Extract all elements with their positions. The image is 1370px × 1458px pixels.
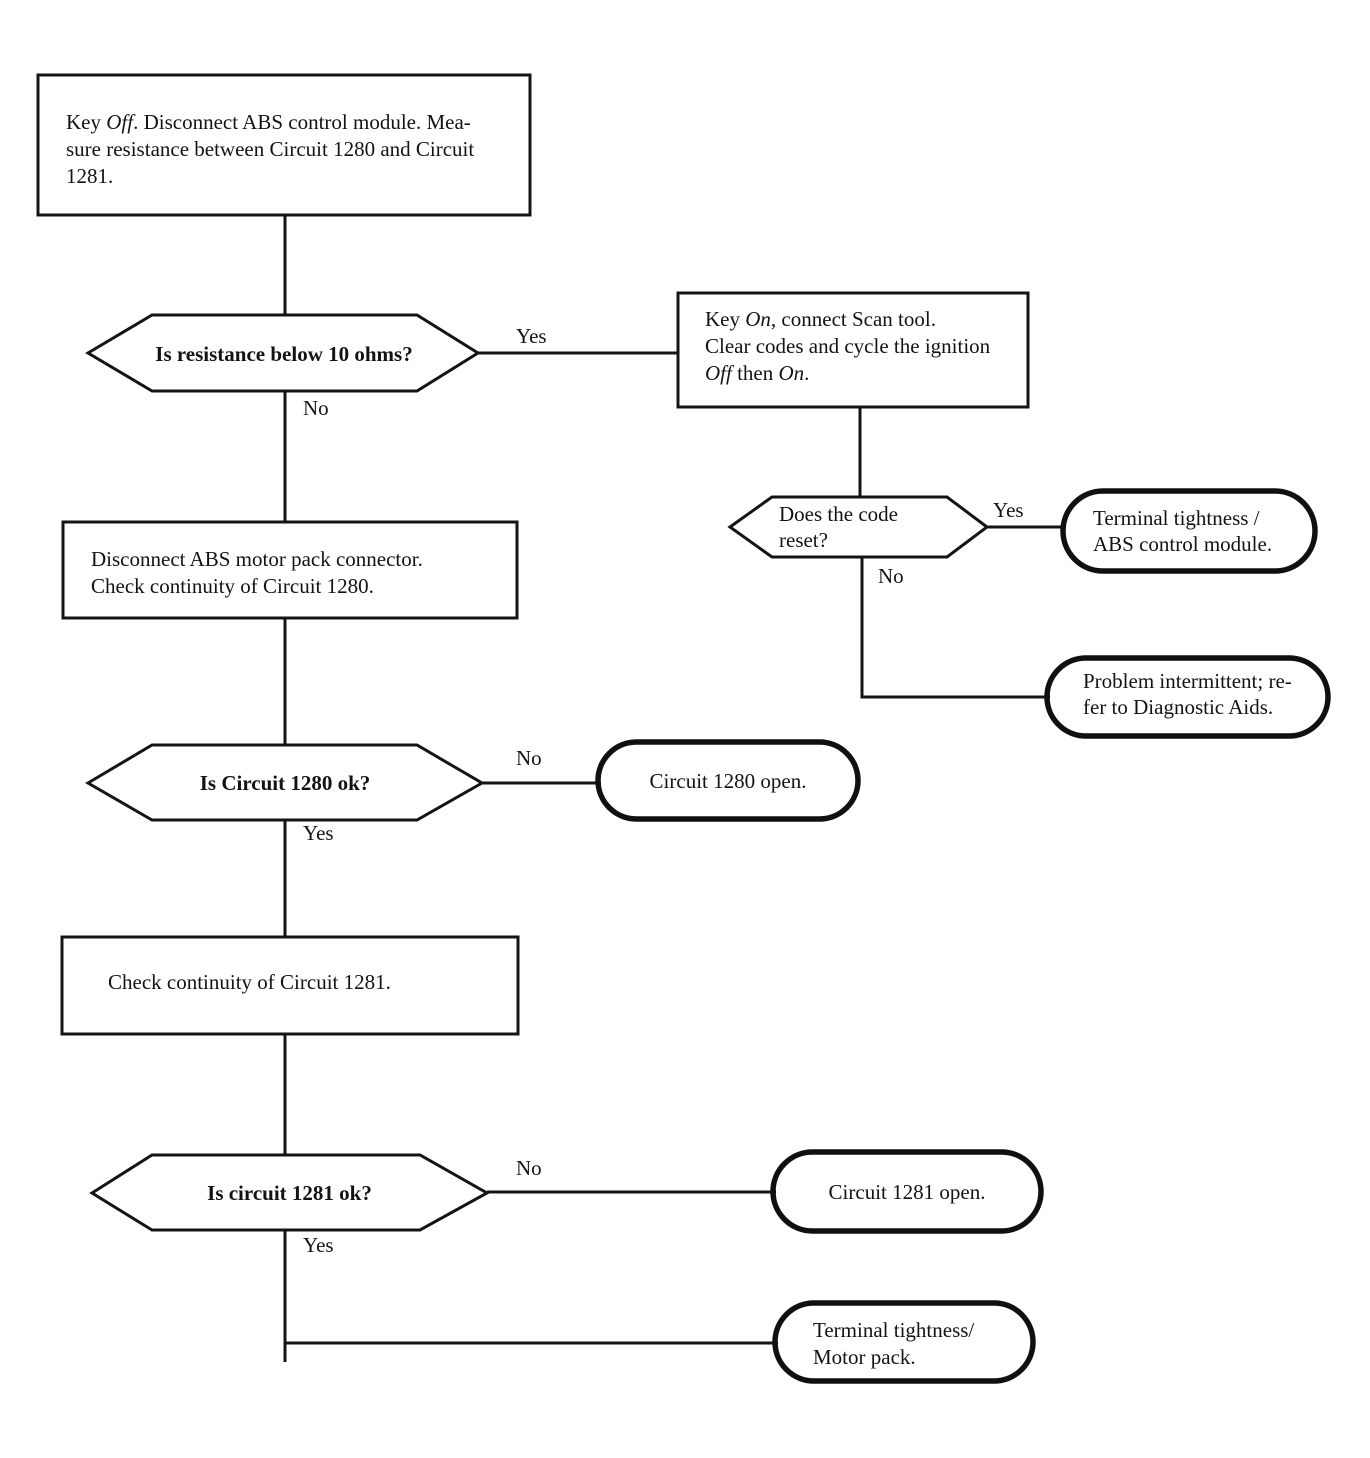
key-on-italic: On: [745, 307, 771, 331]
key-off-italic: Off: [106, 110, 134, 134]
disconnect-motor-line1: Disconnect ABS motor pack connector.: [91, 547, 423, 571]
terminal-motor-line2: Motor pack.: [813, 1345, 916, 1369]
circuit-1281-yes-label: Yes: [303, 1233, 334, 1257]
start-step-line1a: Key: [66, 110, 107, 134]
key-on-line3d: .: [804, 361, 810, 385]
code-reset-line2: reset?: [779, 528, 828, 552]
check-1281-step-text: Check continuity of Circuit 1281.: [108, 969, 512, 996]
key-on-line3b: then: [731, 361, 779, 385]
check-1281-line: Check continuity of Circuit 1281.: [108, 970, 391, 994]
intermittent-text: Problem intermittent; re- fer to Diagnos…: [1083, 668, 1326, 720]
terminal-motor-pill: [772, 1300, 1036, 1384]
resistance-no-label: No: [303, 396, 329, 420]
code-reset-line1: Does the code: [779, 502, 898, 526]
edge-codereset-no-to-intermittent: [860, 557, 1050, 699]
circuit-1280-question-text: Is Circuit 1280 ok?: [88, 770, 482, 797]
code-reset-yes-label: Yes: [993, 498, 1024, 522]
circuit-1281-no-label: No: [516, 1156, 542, 1180]
on-italic: On: [778, 361, 805, 385]
disconnect-motor-step-box: [61, 520, 519, 620]
circuit-1280-open-line: Circuit 1280 open.: [649, 769, 807, 793]
terminal-abs-pill: [1060, 488, 1318, 574]
start-step-line2: sure resistance between Circuit 1280 and…: [66, 137, 475, 161]
terminal-motor-line1: Terminal tightness/: [813, 1318, 975, 1342]
code-reset-decision-hexagon: [727, 495, 990, 559]
start-step-line3: 1281.: [66, 164, 114, 188]
off-italic: Off: [705, 361, 732, 385]
resistance-decision-hexagon: [85, 313, 481, 393]
key-on-line1c: , connect Scan tool.: [770, 307, 936, 331]
start-step-box: [36, 73, 532, 217]
resistance-question-text: Is resistance below 10 ohms?: [88, 341, 480, 368]
key-on-step-box: [676, 291, 1030, 409]
circuit-1281-question-text: Is circuit 1281 ok?: [92, 1180, 487, 1207]
start-step-line1c: . Disconnect ABS control module. Mea-: [133, 110, 471, 134]
intermittent-line2: fer to Diagnostic Aids.: [1083, 695, 1274, 719]
key-on-line1a: Key: [705, 307, 746, 331]
terminal-abs-text: Terminal tightness / ABS control module.: [1093, 505, 1311, 557]
circuit-1281-open-text: Circuit 1281 open.: [773, 1179, 1041, 1206]
start-step-text: Key Off. Disconnect ABS control module. …: [66, 109, 518, 190]
intermittent-line1: Problem intermittent; re-: [1083, 669, 1292, 693]
intermittent-pill: [1044, 655, 1331, 739]
circuit-1280-decision-hexagon: [85, 743, 486, 822]
terminal-abs-line1: Terminal tightness /: [1093, 506, 1260, 530]
circuit-1280-yes-label: Yes: [303, 821, 334, 845]
terminal-motor-text: Terminal tightness/ Motor pack.: [813, 1317, 1035, 1371]
terminal-abs-line2: ABS control module.: [1093, 532, 1273, 556]
check-1281-step-box: [60, 935, 520, 1036]
disconnect-motor-line2: Check continuity of Circuit 1280.: [91, 574, 374, 598]
code-reset-no-label: No: [878, 564, 904, 588]
circuit-1280-question: Is Circuit 1280 ok?: [199, 771, 371, 795]
key-on-line2: Clear codes and cycle the ignition: [705, 334, 991, 358]
key-on-step-text: Key On, connect Scan tool. Clear codes a…: [705, 306, 1020, 387]
circuit-1280-open-text: Circuit 1280 open.: [598, 768, 858, 795]
circuit-1281-question: Is circuit 1281 ok?: [207, 1181, 372, 1205]
circuit-1281-open-pill: [770, 1149, 1044, 1234]
circuit-1281-open-line: Circuit 1281 open.: [828, 1180, 986, 1204]
circuit-1281-decision-hexagon: [89, 1153, 491, 1232]
code-reset-question-text: Does the code reset?: [779, 501, 984, 553]
circuit-1280-no-label: No: [516, 746, 542, 770]
resistance-yes-label: Yes: [516, 324, 547, 348]
disconnect-motor-step-text: Disconnect ABS motor pack connector. Che…: [91, 546, 515, 600]
resistance-question: Is resistance below 10 ohms?: [155, 342, 413, 366]
circuit-1280-open-pill: [595, 739, 861, 822]
